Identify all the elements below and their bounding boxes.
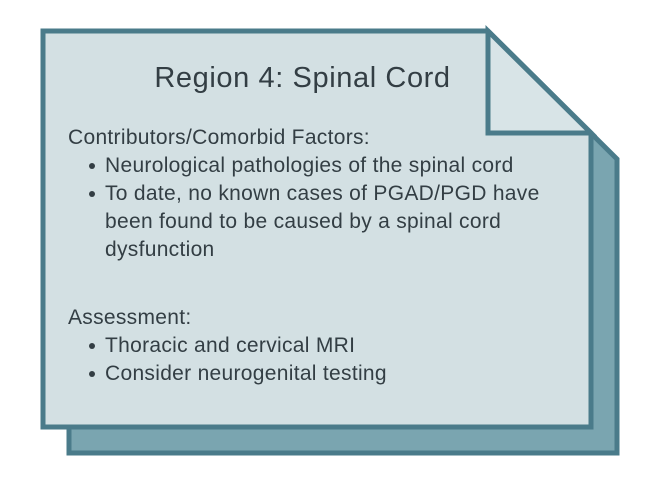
card-title: Region 4: Spinal Cord [154, 62, 451, 94]
section-heading-contributors: Contributors/Comorbid Factors: [68, 126, 370, 149]
bullet-item: Consider neurogenital testing [89, 360, 560, 388]
note-card-shape [40, 28, 594, 430]
bullet-item: Neurological pathologies of the spinal c… [89, 152, 560, 180]
contributors-bullet-list: Neurological pathologies of the spinal c… [68, 152, 560, 264]
folded-corner-shape [485, 25, 598, 136]
assessment-bullet-list: Thoracic and cervical MRI Consider neuro… [68, 332, 560, 388]
bullet-item: Thoracic and cervical MRI [89, 332, 560, 360]
section-heading-assessment: Assessment: [68, 306, 192, 329]
bullet-item: To date, no known cases of PGAD/PGD have… [89, 180, 560, 264]
card-content: Contributors/Comorbid Factors: Neurologi… [68, 124, 560, 388]
